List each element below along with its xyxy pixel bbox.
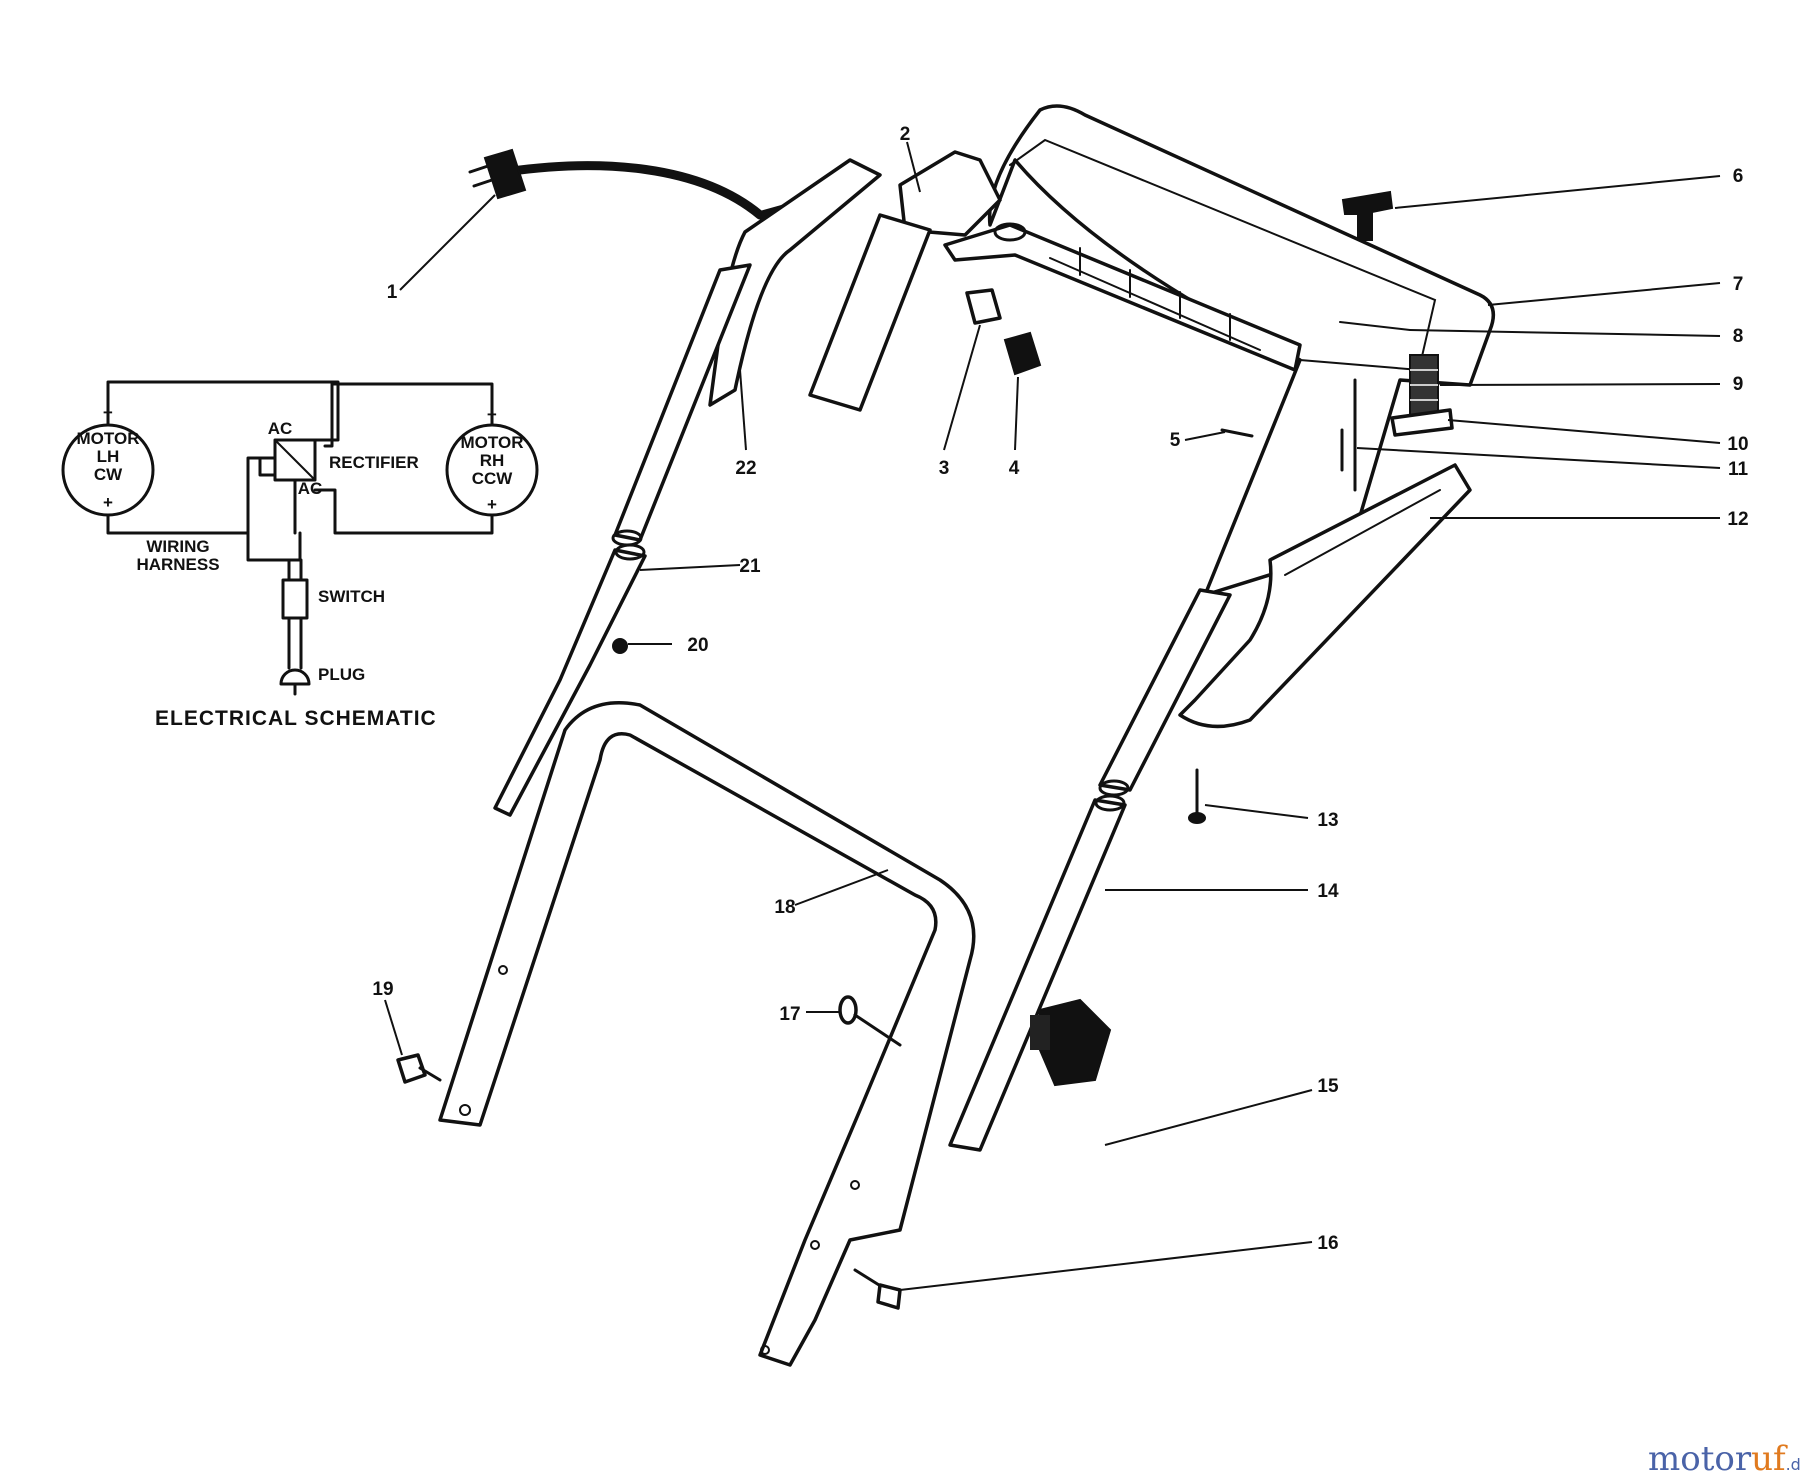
watermark: motoruf.de [1648,1439,1800,1478]
callout-21: 21 [739,556,761,577]
callout-10: 10 [1727,434,1748,455]
schematic-title: ELECTRICAL SCHEMATIC [155,707,437,730]
callout-3: 3 [939,458,950,479]
power-cord [468,148,792,240]
part-19-bolt [396,1053,442,1084]
callout-22: 22 [735,458,756,479]
wiring-harness-label-2: HARNESS [136,555,219,574]
part-16-bolt [853,1268,902,1310]
motor-right-label-2: RH [480,451,505,470]
callout-7: 7 [1733,274,1744,295]
callout-11: 11 [1728,459,1749,480]
part-5-pin [1220,428,1254,438]
callout-9: 9 [1733,374,1744,395]
callout-16: 16 [1317,1233,1338,1254]
plug-symbol-icon [279,668,311,696]
watermark-suffix: .de [1786,1455,1800,1474]
callout-18: 18 [774,897,795,918]
power-plug-icon [468,148,527,200]
motor-right-label-3: CCW [472,469,514,488]
ac-label-top: AC [268,419,293,438]
part-21-left-upper-tube [493,263,752,817]
part-2-bracket [808,150,1002,412]
part-18-lower-handle [438,701,976,1367]
part-11-rod [1340,378,1357,492]
callout-14: 14 [1317,881,1339,902]
callout-20: 20 [687,635,708,656]
schematic-wiring [106,380,494,670]
plug-label: PLUG [318,665,365,684]
rectifier-label: RECTIFIER [329,453,419,472]
part-12-right-cover [1178,463,1472,729]
callout-15: 15 [1317,1076,1339,1097]
part-15-knob [1030,998,1112,1087]
callout-1: 1 [387,282,398,303]
callout-2: 2 [900,124,911,145]
motor-left-label-1: MOTOR [77,429,140,448]
part-9-spring [1409,354,1439,418]
watermark-part-1: motor [1648,1439,1752,1478]
ac-label-bottom: AC [298,479,323,498]
electrical-schematic: MOTOR LH CW − + MOTOR RH CCW − + [61,380,539,730]
motor-left-label-3: CW [94,465,123,484]
motor-left-label-2: LH [97,447,120,466]
switch-actuator-bar [943,222,1302,372]
callout-6: 6 [1733,166,1744,187]
part-4-switch [1003,331,1042,376]
callout-13: 13 [1317,810,1338,831]
motor-left-plus: + [103,493,113,512]
watermark-part-2: uf [1751,1439,1788,1478]
callout-17: 17 [779,1004,800,1025]
part-6-knob [1341,190,1394,241]
part-10-bracket [1390,408,1454,437]
switch-label: SWITCH [318,587,385,606]
part-14-right-lower-tube [948,588,1232,1152]
watermark-logo: motoruf.de [1648,1439,1800,1478]
callout-8: 8 [1733,326,1744,347]
part-13-bolt [1188,768,1206,824]
callout-12: 12 [1727,509,1748,530]
part-3-clip [965,288,1002,325]
wiring-harness-label-1: WIRING [146,537,209,556]
part-17-bolt [838,995,902,1047]
callout-4: 4 [1009,458,1020,479]
part-20-nut [612,638,628,654]
callout-5: 5 [1170,430,1181,451]
leader-lines [384,141,1721,1291]
motor-right-label-1: MOTOR [461,433,524,452]
callout-numbers: 1 2 3 4 5 6 7 8 9 10 11 12 13 14 15 16 1… [372,124,1748,1254]
callout-19: 19 [372,979,393,1000]
motor-right-plus: + [487,495,497,514]
